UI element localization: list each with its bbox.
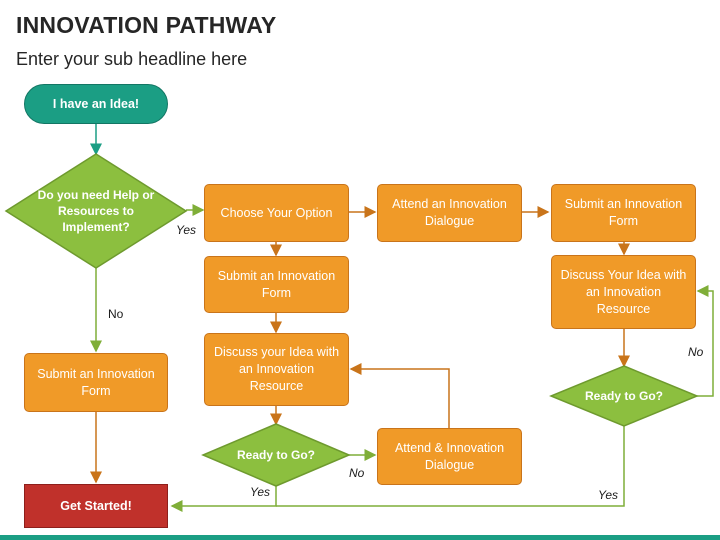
- submit-form-left-label: Submit an Innovation Form: [37, 366, 155, 398]
- submit-form-mid-label: Submit an Innovation Form: [217, 268, 336, 300]
- connector-ready-right-yes: [276, 426, 625, 507]
- ready-right-label: Ready to Go?: [584, 389, 663, 403]
- attend-dialogue-label: Attend an Innovation Dialogue: [392, 197, 507, 228]
- edge-label-yes-mid: Yes: [250, 485, 271, 499]
- submit-form-left-box: Submit an Innovation Form: [24, 353, 168, 412]
- edge-label-no-help: No: [108, 307, 124, 321]
- connector-ready-right-no: [696, 285, 714, 397]
- ready-right-text: Ready to Go?: [574, 387, 674, 405]
- decision-diamond-need-help: [4, 153, 188, 269]
- submit-form-mid-box: Submit an Innovation Form: [204, 256, 349, 313]
- bottom-accent-bar: [0, 535, 720, 540]
- discuss-mid-label: Discuss your Idea with an Innovation Res…: [213, 345, 340, 393]
- edge-label-no-mid: No: [349, 466, 365, 480]
- discuss-right-label: Discuss Your Idea with an Innovation Res…: [560, 267, 687, 316]
- discuss-mid-box: Discuss your Idea with an Innovation Res…: [204, 333, 349, 406]
- start-node-label: I have an Idea!: [52, 97, 140, 111]
- submit-form-right-label: Submit an Innovation Form: [564, 197, 683, 228]
- start-node: I have an Idea!: [24, 84, 168, 124]
- attend-and-dialogue-label: Attend & Innovation Dialogue: [394, 440, 505, 472]
- decision-need-help-text: Do you need Help or Resources to Impleme…: [36, 186, 156, 236]
- edge-label-yes-help: Yes: [176, 223, 197, 237]
- attend-dialogue-box: Attend an Innovation Dialogue: [377, 184, 522, 242]
- decision-diamond-ready-right: [549, 365, 699, 427]
- page-title: INNOVATION PATHWAY: [16, 12, 277, 38]
- attend-and-dialogue-box: Attend & Innovation Dialogue: [377, 428, 522, 485]
- choose-option-box: Choose Your Option: [204, 184, 349, 242]
- get-started-label: Get Started!: [60, 499, 132, 513]
- ready-mid-text: Ready to Go?: [226, 446, 326, 464]
- choose-option-label: Choose Your Option: [220, 205, 333, 220]
- submit-form-right-box: Submit an Innovation Form: [551, 184, 696, 242]
- discuss-right-box: Discuss Your Idea with an Innovation Res…: [551, 255, 696, 329]
- decision-need-help-label: Do you need Help or Resources to Impleme…: [37, 188, 155, 234]
- ready-mid-label: Ready to Go?: [236, 448, 315, 462]
- page-subtitle: Enter your sub headline here: [16, 49, 248, 69]
- edge-label-yes-right: Yes: [598, 488, 619, 502]
- connector-attend-and-back: [349, 363, 450, 428]
- decision-diamond-ready-mid: [201, 423, 351, 487]
- edge-label-no-right: No: [688, 345, 704, 359]
- get-started-box: Get Started!: [24, 484, 168, 528]
